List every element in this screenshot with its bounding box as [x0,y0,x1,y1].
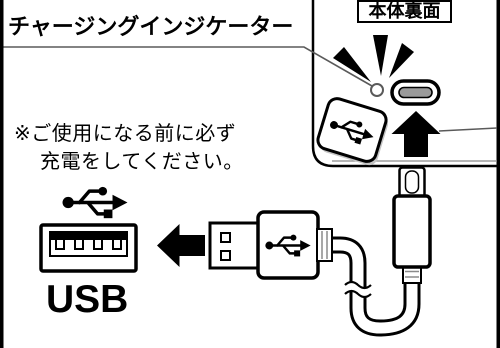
glow-ray-right [389,43,414,78]
usb-a-port [39,223,138,273]
device-outline [311,0,500,168]
device-panel-line [438,127,498,132]
cable-break-line [344,280,372,290]
frame-left-edge [0,0,4,348]
usb-a-plug-hole [220,232,231,243]
usb-a-plug-strain-relief [316,228,333,262]
usb-sticker [316,97,389,166]
notice-line: 充電をしてください。 [40,149,244,173]
usb-c-port-slot [398,86,433,99]
usb-c-port [390,79,441,106]
usb-a-plug-hole [220,250,231,261]
usb-a-port-pin [93,238,103,250]
usb-port-label: USB [46,278,129,321]
arrow-left-icon [157,224,205,267]
usb-a-port-pin [112,238,122,250]
arrow-up-icon [391,111,441,157]
indicator-glow-rays [333,35,414,82]
usb-a-port-pin [55,238,65,250]
glow-ray-center [373,35,388,76]
led-indicator-icon [370,83,384,97]
usb-a-plug-shell [208,221,262,270]
usb-icon [62,186,128,219]
usb-a-plug [208,210,333,280]
cable-break-line [344,289,372,299]
glow-ray-left [333,47,371,82]
cable-core [326,239,418,334]
indicator-title: チャージングインジケーター [8,15,294,40]
usb-a-port-tongue [50,232,127,240]
usb-a-port-pin [74,238,84,250]
usb-c-plug-body [392,194,432,269]
cable-break-gap [345,282,371,297]
leader-line [3,46,373,87]
usb-c-plug-tip-slot [404,170,420,194]
device-back-label: 本体裏面 [357,0,452,23]
frame-right-edge [496,0,500,348]
notice-line: ※ご使用になる前に必ず [14,121,237,145]
charging-cable [326,236,421,337]
usb-c-plug [392,166,432,284]
